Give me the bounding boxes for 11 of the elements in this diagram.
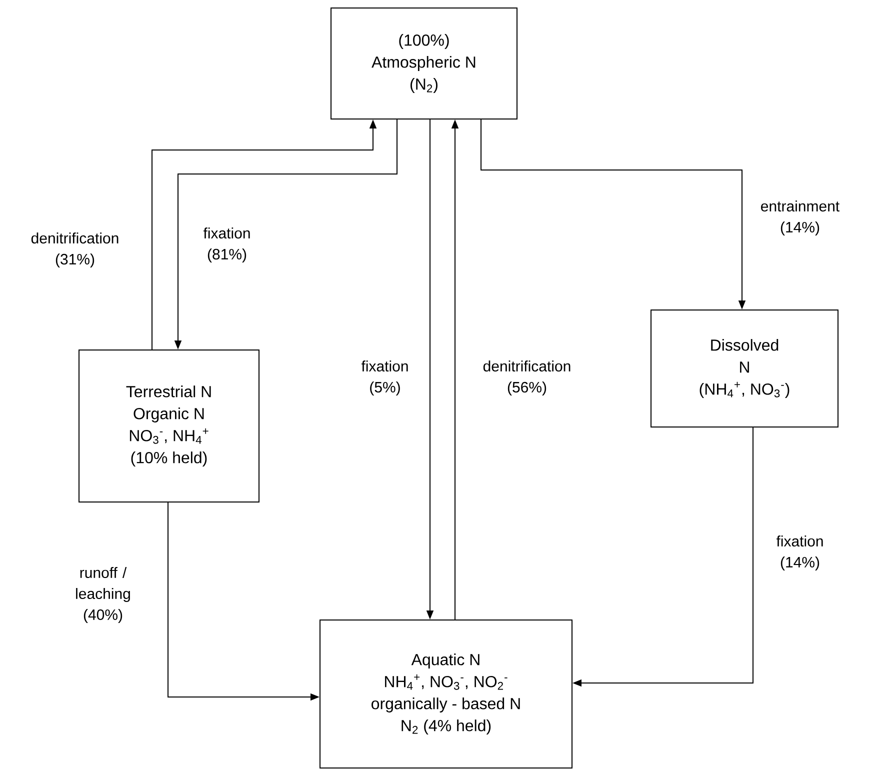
box: Dissolved N (NH$_{4}$$^{+}$, NO$_{3}$$^{-}$) bbox=[650, 310, 838, 428]
box: (100%) Atmospheric N (N$_{2}$) bbox=[330, 8, 518, 120]
box: Aquatic N NH$_{4}$$^{+}$, NO$_{3}$$^{-}$, NO$_{2}$- organically - based N N$_{2}$ (4% held) bbox=[320, 620, 572, 768]
edge-label: entrainment (14%) bbox=[761, 200, 840, 236]
edge-label: runoff / leaching (40%) bbox=[76, 567, 130, 623]
edge-label: fixation (14%) bbox=[776, 536, 823, 570]
edge-label: fixation (5%) bbox=[361, 360, 408, 396]
edge-label: fixation (81%) bbox=[203, 228, 250, 262]
box: Terrestrial N Organic N NO$_{3}$$^{-}$, NH$_{4}$+ (10% held) bbox=[78, 350, 260, 502]
edge-label: denitrification (56%) bbox=[483, 360, 570, 396]
edge-label: denitrification (31%) bbox=[31, 232, 118, 268]
